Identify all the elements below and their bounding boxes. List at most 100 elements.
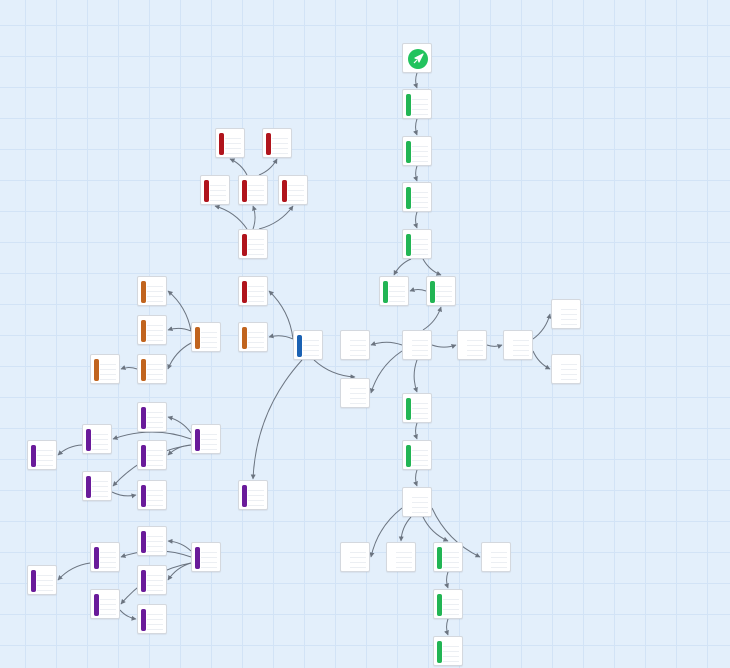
node-p-blue[interactable] xyxy=(238,480,268,510)
connector-hub-to-hub-left xyxy=(370,341,403,346)
node-r4[interactable] xyxy=(238,175,268,205)
purple-marker xyxy=(141,445,146,467)
node-right-top[interactable] xyxy=(551,299,581,329)
green-marker xyxy=(406,234,411,256)
node-r7[interactable] xyxy=(262,128,292,158)
node-g5a[interactable] xyxy=(379,276,409,306)
node-bottom-hub[interactable] xyxy=(402,487,432,517)
node-r5[interactable] xyxy=(278,175,308,205)
green-marker xyxy=(406,141,411,163)
red-marker xyxy=(242,234,247,256)
node-g2[interactable] xyxy=(402,136,432,166)
purple-marker xyxy=(195,547,200,569)
red-marker xyxy=(266,133,271,155)
node-pa5[interactable] xyxy=(27,440,57,470)
node-r3[interactable] xyxy=(200,175,230,205)
node-bg2[interactable] xyxy=(433,589,463,619)
orange-marker xyxy=(195,327,200,349)
node-g3[interactable] xyxy=(402,182,432,212)
start-node[interactable] xyxy=(402,43,432,73)
connector-bg1-to-bg2 xyxy=(444,571,449,589)
connector-bottom-hub-to-b2 xyxy=(398,516,412,542)
red-marker xyxy=(204,180,209,202)
connector-o2-to-o4 xyxy=(167,326,192,332)
connector-g4-to-g5a xyxy=(393,258,412,276)
connector-hub-to-g5b xyxy=(422,306,442,331)
node-g6[interactable] xyxy=(402,393,432,423)
connector-g4-to-g5b xyxy=(422,258,442,276)
node-b2[interactable] xyxy=(386,542,416,572)
node-pb5[interactable] xyxy=(27,565,57,595)
node-g1[interactable] xyxy=(402,89,432,119)
node-bg1[interactable] xyxy=(433,542,463,572)
node-pa-src[interactable] xyxy=(191,424,221,454)
node-pa2[interactable] xyxy=(82,424,112,454)
node-o4[interactable] xyxy=(137,315,167,345)
blue-marker xyxy=(297,335,302,357)
node-pb6[interactable] xyxy=(137,604,167,634)
node-o6[interactable] xyxy=(90,354,120,384)
red-marker xyxy=(242,281,247,303)
node-pb-src[interactable] xyxy=(191,542,221,572)
connector-g2-to-g3 xyxy=(413,165,418,182)
green-marker xyxy=(406,187,411,209)
connector-g5b-to-g5a xyxy=(409,287,427,292)
node-g4[interactable] xyxy=(402,229,432,259)
green-marker xyxy=(383,281,388,303)
node-hub-right1[interactable] xyxy=(457,330,487,360)
connector-bg2-to-bg3 xyxy=(444,618,449,636)
node-o5[interactable] xyxy=(137,354,167,384)
node-pb1[interactable] xyxy=(137,526,167,556)
purple-marker xyxy=(94,594,99,616)
purple-marker xyxy=(141,407,146,429)
orange-marker xyxy=(141,281,146,303)
node-hub-right2[interactable] xyxy=(503,330,533,360)
node-hub-diag[interactable] xyxy=(340,378,370,408)
connector-pa2-to-pa5 xyxy=(57,444,83,456)
node-blue[interactable] xyxy=(293,330,323,360)
node-o3[interactable] xyxy=(137,276,167,306)
purple-marker xyxy=(31,570,36,592)
node-hub[interactable] xyxy=(402,330,432,360)
node-o2[interactable] xyxy=(191,322,221,352)
node-pb4[interactable] xyxy=(90,589,120,619)
connector-blue-to-r1 xyxy=(268,290,294,340)
node-pa1[interactable] xyxy=(137,402,167,432)
node-r1[interactable] xyxy=(238,276,268,306)
purple-marker xyxy=(195,429,200,451)
node-pa4[interactable] xyxy=(82,471,112,501)
node-hub-left[interactable] xyxy=(340,330,370,360)
red-marker xyxy=(242,180,247,202)
connector-pb-src-to-pb1 xyxy=(167,538,192,552)
connector-r2-to-r3 xyxy=(214,204,248,230)
connector-r2-to-r4 xyxy=(252,205,257,230)
green-marker xyxy=(406,94,411,116)
node-pa6[interactable] xyxy=(137,480,167,510)
node-g7[interactable] xyxy=(402,440,432,470)
green-marker xyxy=(430,281,435,303)
green-marker xyxy=(406,445,411,467)
connector-hub-to-g6 xyxy=(413,359,418,393)
node-bg3[interactable] xyxy=(433,636,463,666)
node-right-bottom[interactable] xyxy=(551,354,581,384)
green-marker xyxy=(437,547,442,569)
node-pa3[interactable] xyxy=(137,440,167,470)
connector-bottom-hub-to-b1 xyxy=(369,507,403,558)
connector-hub-right2-to-right-bottom xyxy=(532,350,551,370)
node-b4[interactable] xyxy=(481,542,511,572)
node-pb3[interactable] xyxy=(137,565,167,595)
connector-g7-to-bottom-hub xyxy=(413,469,418,487)
rocket-icon xyxy=(413,53,424,64)
node-b1[interactable] xyxy=(340,542,370,572)
node-r6[interactable] xyxy=(215,128,245,158)
node-o1[interactable] xyxy=(238,322,268,352)
node-g5b[interactable] xyxy=(426,276,456,306)
connector-blue-to-o1 xyxy=(268,333,294,340)
connector-pa4-to-pa6 xyxy=(111,491,137,499)
node-pb2[interactable] xyxy=(90,542,120,572)
green-marker xyxy=(437,594,442,616)
connector-hub-to-hub-right1 xyxy=(431,344,457,349)
purple-marker xyxy=(31,445,36,467)
node-r2[interactable] xyxy=(238,229,268,259)
connector-o2-to-o5 xyxy=(167,342,192,370)
